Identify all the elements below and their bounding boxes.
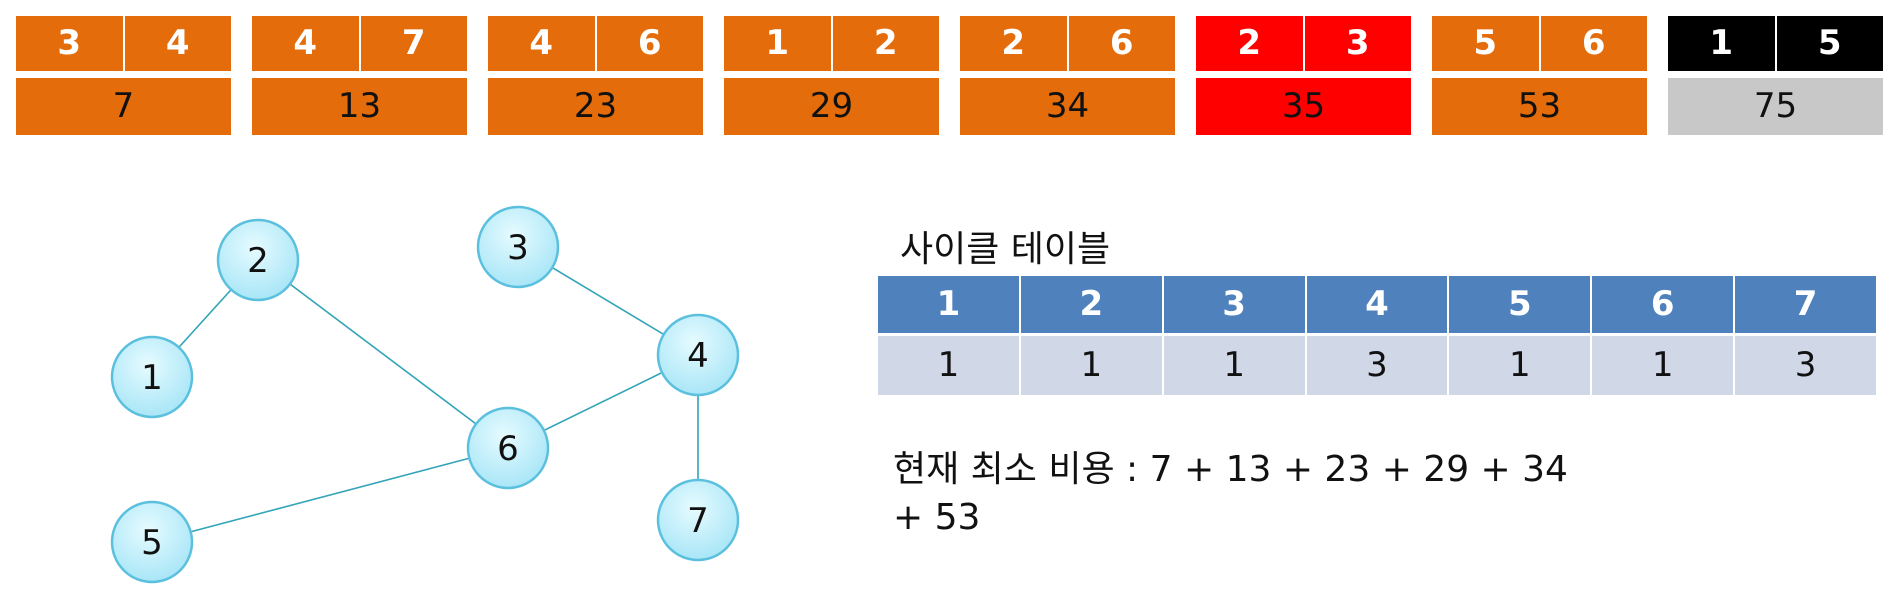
cycle-table: 1 2 3 4 5 6 7 1 1 1 3 1 1 3 — [878, 276, 1876, 396]
edge-card-7: 1 5 75 — [1668, 16, 1883, 135]
edge-vertex-a: 4 — [529, 23, 554, 63]
edge-endpoints: 5 6 — [1432, 16, 1647, 71]
edge-vertex-a: 1 — [1709, 23, 1734, 63]
edge-card-5: 2 3 35 — [1196, 16, 1411, 135]
current-cost-line-1: 현재 최소 비용 : 7 + 13 + 23 + 29 + 34 — [893, 449, 1568, 490]
cycle-table-cell: 1 — [1163, 336, 1305, 395]
graph-node-label: 5 — [141, 523, 163, 563]
graph-node-circle — [476, 205, 560, 289]
edge-vertex-b: 3 — [1302, 16, 1412, 71]
edge-vertex-a: 5 — [1473, 23, 1498, 63]
edge-card-0: 3 4 7 — [16, 16, 231, 135]
graph-nodes: 1 2 3 4 5 6 7 — [110, 205, 740, 584]
graph-node-circle — [656, 313, 740, 397]
edge-card-4: 2 6 34 — [960, 16, 1175, 135]
graph-diagram: 1 2 3 4 5 6 7 — [110, 205, 740, 584]
graph-node-7: 7 — [656, 478, 740, 562]
graph-node-label: 7 — [687, 501, 709, 541]
graph-node-5: 5 — [110, 500, 194, 584]
graph-node-circle — [110, 500, 194, 584]
edge-cost: 75 — [1668, 78, 1883, 135]
edge-endpoints: 1 5 — [1668, 16, 1883, 71]
edge-endpoints: 2 3 — [1196, 16, 1411, 71]
graph-node-1: 1 — [110, 335, 194, 419]
edge-endpoints: 2 6 — [960, 16, 1175, 71]
edge-vertex-b: 6 — [594, 16, 704, 71]
current-cost: 현재 최소 비용 : 7 + 13 + 23 + 29 + 34 + 53 — [893, 446, 1793, 542]
edge-cost: 29 — [724, 78, 939, 135]
edge-vertex-b: 2 — [830, 16, 940, 71]
graph-node-6: 6 — [466, 406, 550, 490]
cycle-table-header: 3 — [1163, 276, 1305, 333]
edge-cost: 35 — [1196, 78, 1411, 135]
edge-vertex-a: 4 — [293, 23, 318, 63]
edge-vertex-b: 6 — [1066, 16, 1176, 71]
edge-vertex-b: 4 — [122, 16, 232, 71]
graph-node-4: 4 — [656, 313, 740, 397]
graph-node-label: 2 — [247, 241, 269, 281]
cycle-table-header: 5 — [1449, 276, 1591, 333]
edge-vertex-a: 2 — [1001, 23, 1026, 63]
cycle-table-cell: 1 — [1592, 336, 1734, 395]
graph-node-circle — [656, 478, 740, 562]
edge-card-1: 4 7 13 — [252, 16, 467, 135]
cycle-table-cell: 3 — [1306, 336, 1448, 395]
edge-vertex-a: 3 — [57, 23, 82, 63]
edge-vertex-b: 6 — [1538, 16, 1648, 71]
cycle-table-header: 1 — [878, 276, 1019, 333]
graph-node-circle — [110, 335, 194, 419]
cycle-table-header: 7 — [1735, 276, 1876, 333]
edge-endpoints: 4 7 — [252, 16, 467, 71]
edge-cost: 53 — [1432, 78, 1647, 135]
graph-node-label: 1 — [141, 358, 163, 398]
edge-card-3: 1 2 29 — [724, 16, 939, 135]
graph-node-2: 2 — [216, 218, 300, 302]
edge-cost: 34 — [960, 78, 1175, 135]
edge-cost: 7 — [16, 78, 231, 135]
edge-cost: 13 — [252, 78, 467, 135]
cycle-table-header: 6 — [1592, 276, 1734, 333]
graph-node-3: 3 — [476, 205, 560, 289]
cycle-table-cell: 1 — [1020, 336, 1162, 395]
graph-node-circle — [466, 406, 550, 490]
graph-node-label: 6 — [497, 429, 519, 469]
graph-node-circle — [216, 218, 300, 302]
edge-card-6: 5 6 53 — [1432, 16, 1647, 135]
edge-vertex-b: 5 — [1774, 16, 1884, 71]
edge-vertex-b: 7 — [358, 16, 468, 71]
cycle-table-title: 사이클 테이블 — [900, 229, 1111, 270]
cycle-table-cell: 1 — [1449, 336, 1591, 395]
edge-vertex-a: 2 — [1237, 23, 1262, 63]
cycle-table-cell: 1 — [878, 336, 1019, 395]
graph-node-label: 4 — [687, 336, 709, 376]
graph-node-label: 3 — [507, 228, 529, 268]
edge-endpoints: 3 4 — [16, 16, 231, 71]
graph-link-2-6 — [257, 259, 509, 449]
current-cost-line-2: + 53 — [893, 497, 981, 538]
cycle-table-header: 4 — [1306, 276, 1448, 333]
edge-card-2: 4 6 23 — [488, 16, 703, 135]
edge-cost: 23 — [488, 78, 703, 135]
edge-vertex-a: 1 — [765, 23, 790, 63]
cycle-table-cell: 3 — [1735, 336, 1876, 395]
graph-link-5-6 — [151, 447, 509, 543]
cycle-table-header: 2 — [1020, 276, 1162, 333]
edge-endpoints: 1 2 — [724, 16, 939, 71]
edge-endpoints: 4 6 — [488, 16, 703, 71]
